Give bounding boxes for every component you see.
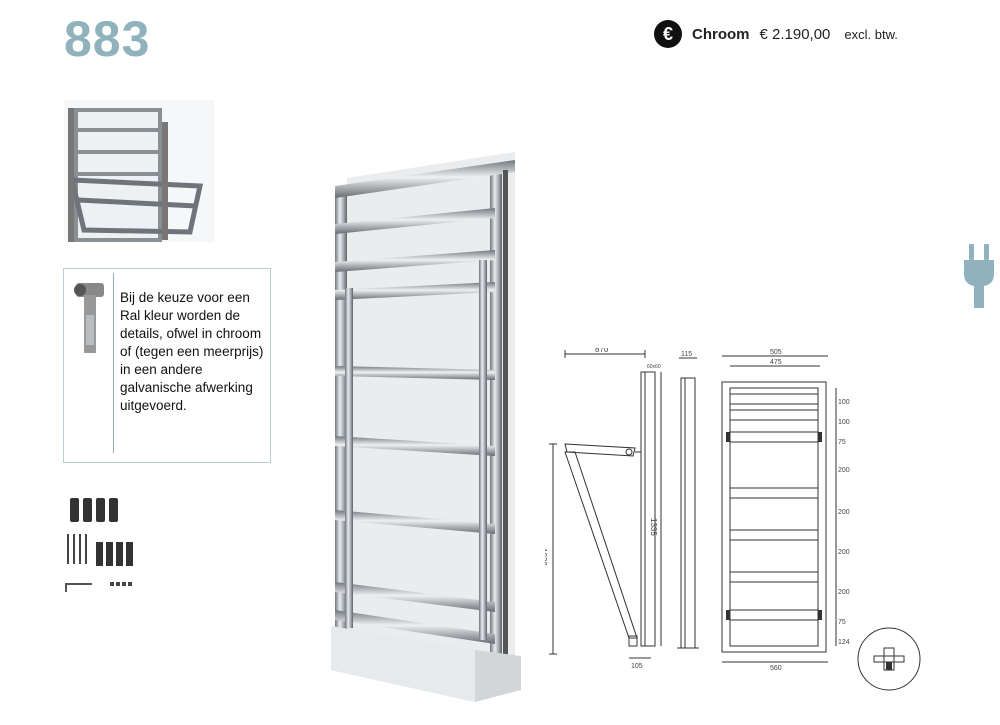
accessories-image — [65, 498, 133, 592]
front-dim: 200 — [838, 589, 850, 596]
vat-note: excl. btw. — [844, 26, 898, 42]
front-dim: 200 — [838, 549, 850, 556]
dim-505: 505 — [770, 349, 782, 356]
clamp-detail-image — [74, 283, 104, 353]
dim-6060: 60x60 — [647, 364, 661, 370]
price-row: € Chroom € 2.190,00 excl. btw. — [654, 20, 898, 48]
dim-105: 105 — [631, 663, 643, 670]
dim-115: 115 — [681, 351, 692, 358]
front-dim: 124 — [838, 639, 850, 646]
front-dim: 75 — [838, 619, 846, 626]
front-dim: 200 — [838, 509, 850, 516]
finish-label: Chroom — [692, 25, 750, 43]
front-dim: 200 — [838, 467, 850, 474]
dim-1335: 1335 — [649, 518, 658, 536]
detail-circle-drawing — [857, 627, 921, 691]
dim-1030: 1030 — [545, 548, 548, 566]
price-value: € 2.190,00 — [759, 25, 831, 43]
dim-560: 560 — [770, 665, 782, 672]
front-dim: 100 — [838, 419, 850, 426]
info-box: Bij de keuze voor een Ral kleur worden d… — [63, 268, 271, 463]
thumbnail-folding-rack — [64, 100, 214, 242]
technical-drawing-side: 870 60x60 1335 1030 105 115 — [545, 348, 699, 670]
front-dim: 75 — [838, 439, 846, 446]
info-divider — [113, 273, 114, 453]
plug-icon — [964, 244, 994, 308]
euro-icon: € — [654, 20, 682, 48]
front-dim: 100 — [838, 399, 850, 406]
model-number: 883 — [64, 11, 151, 67]
main-product-image — [331, 152, 521, 702]
info-text: Bij de keuze voor een Ral kleur worden d… — [120, 290, 264, 413]
technical-drawing-front: 505 475 560 100 100 75 200 200 200 200 7… — [721, 349, 850, 672]
dim-870: 870 — [595, 348, 609, 354]
dim-475: 475 — [770, 359, 782, 366]
